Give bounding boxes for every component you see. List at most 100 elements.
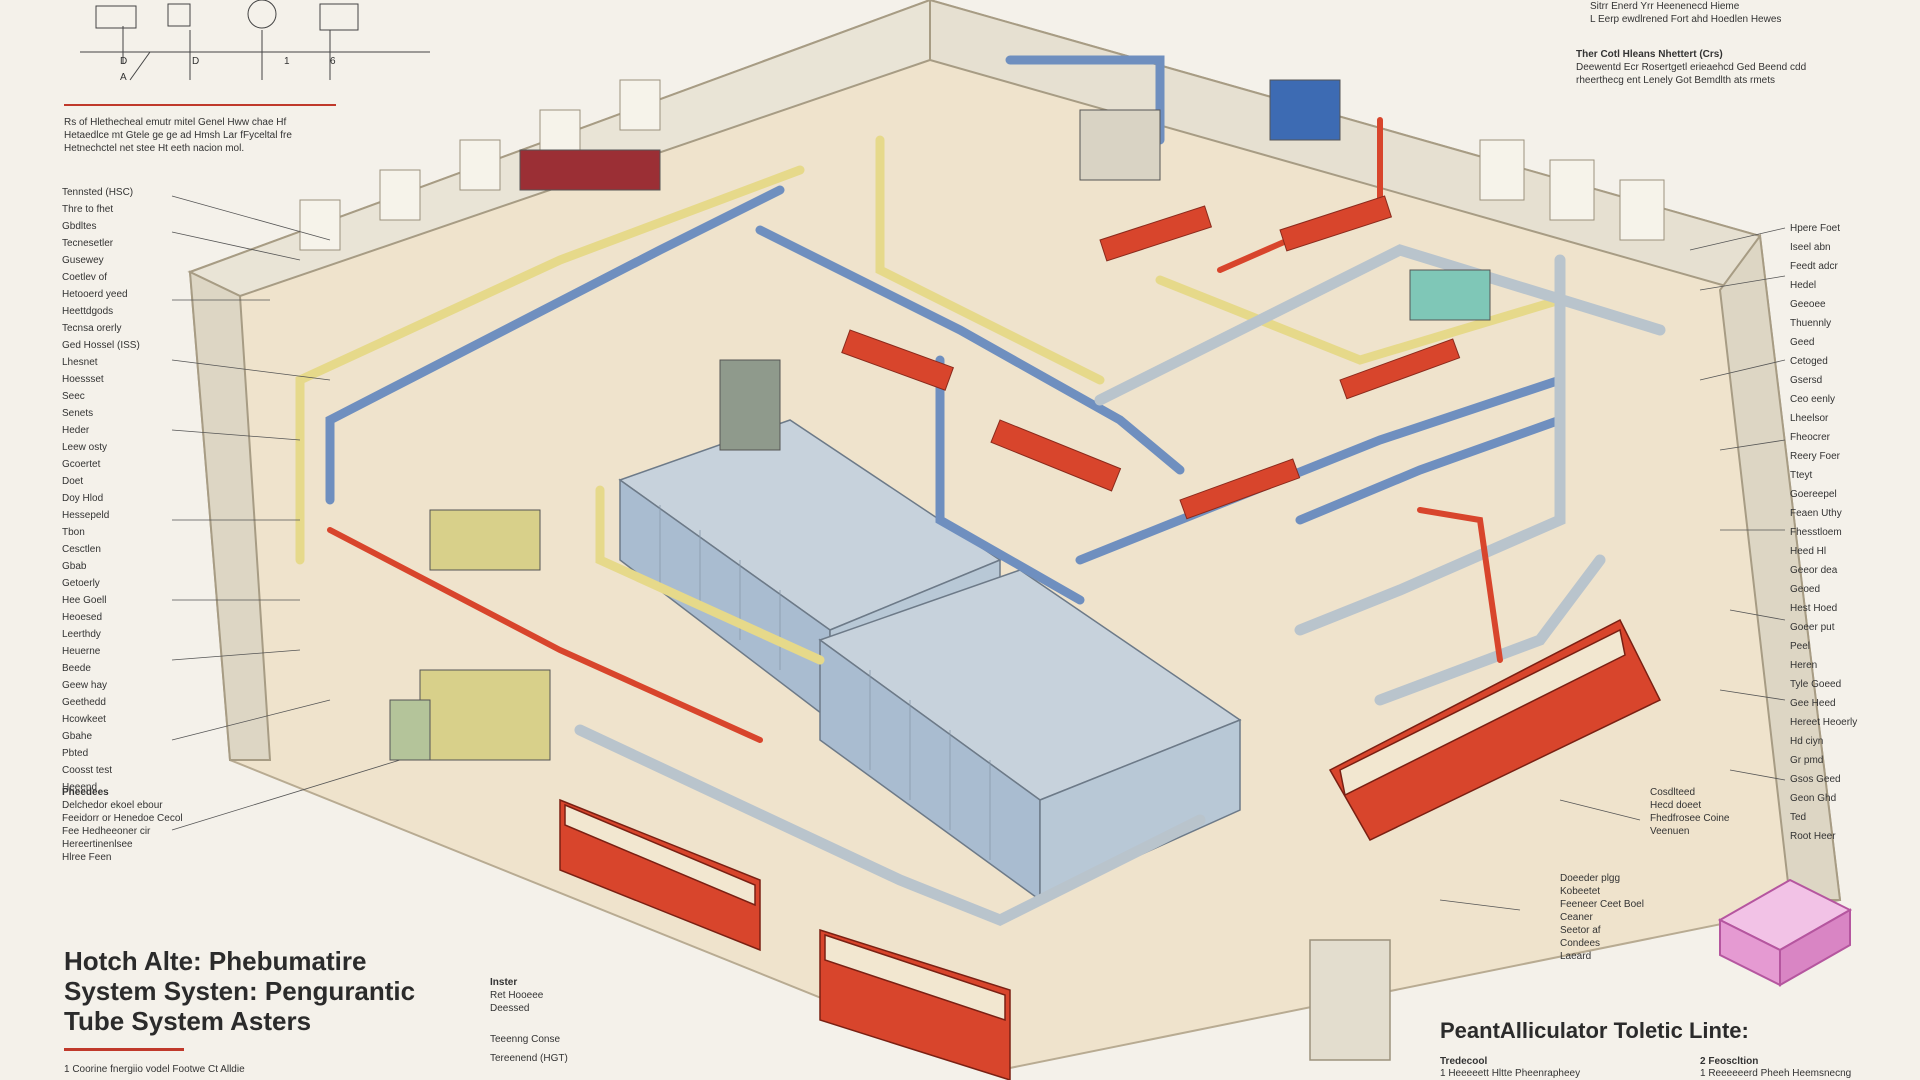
- left-label-column: Tennsted (HSC) Thre to fhet Gbdltes Tecn…: [62, 186, 172, 798]
- rack-grid-lines: [659, 505, 991, 860]
- left-label: Doy Hlod: [62, 493, 104, 504]
- footer-right-heading-a: Tredecool: [1440, 1056, 1488, 1067]
- mid-right-note: Hecd doeet: [1650, 800, 1702, 811]
- left-label: Gbab: [62, 561, 87, 572]
- lower-right-note: Laeard: [1560, 951, 1592, 962]
- mid-right-note: Fhedfrosee Coine: [1650, 813, 1730, 824]
- pink-cube-icon: [1717, 878, 1853, 987]
- right-label: Feaen Uthy: [1790, 508, 1842, 519]
- top-right-heading: Ther Cotl Hleans Nhettert (Crs): [1576, 49, 1723, 60]
- left-label: Lhesnet: [62, 357, 98, 368]
- top-right-section: Ther Cotl Hleans Nhettert (Crs) Deewentd…: [1576, 48, 1846, 87]
- left-label: Heoesed: [62, 612, 103, 623]
- left-label: Pbted: [62, 748, 89, 759]
- title-line-3: Tube System Asters: [64, 1006, 312, 1036]
- left-leader-lines: [171, 195, 401, 831]
- right-label: Heed Hl: [1790, 546, 1827, 557]
- left-label: Gcoertet: [62, 459, 101, 470]
- right-label: Geeor dea: [1790, 565, 1838, 576]
- bottom-mid-line: Teeenng Conse: [490, 1034, 561, 1045]
- right-label: Gr pmd: [1790, 755, 1824, 766]
- left-bottom-line: Fee Hedheeoner cir: [62, 826, 151, 837]
- right-label: Heren: [1790, 660, 1818, 671]
- right-label: Fheocrer: [1790, 432, 1831, 443]
- right-label: Feedt adcr: [1790, 261, 1838, 272]
- bottom-mid-block: Inster Ret Hooeee Deessed Teeenng Conse …: [490, 976, 640, 1065]
- left-label: Ged Hossel (ISS): [62, 340, 140, 351]
- left-label: Leerthdy: [62, 629, 101, 640]
- left-label: Tennsted (HSC): [62, 187, 134, 198]
- right-label: Hpere Foet: [1790, 223, 1841, 234]
- top-left-mark-5: A: [120, 72, 127, 83]
- top-right-note-1: Sitrr Enerd Yrr Heenenecd Hieme: [1590, 1, 1740, 12]
- intro-text: Rs of Hlethecheal emutr mitel Genel Hww …: [64, 117, 292, 154]
- left-label: Gusewey: [62, 255, 104, 266]
- footer-right-line-d: 1 Reeeeeerd Pheeh Heemsnecng: [1700, 1068, 1852, 1079]
- right-label: Geeoee: [1790, 299, 1826, 310]
- right-label: Peel: [1790, 641, 1811, 652]
- wall-windows: [299, 79, 1665, 251]
- bottom-mid-line: Deessed: [490, 1003, 530, 1014]
- left-label: Tecnsa orerly: [62, 323, 122, 334]
- bottom-mid-heading: Inster: [490, 977, 518, 988]
- left-bottom-line: Feeidorr or Henedoe Cecol: [62, 813, 183, 824]
- top-left-mark-1: D: [120, 56, 128, 67]
- right-label: Hedel: [1790, 280, 1817, 291]
- title-accent-rule: [64, 1048, 184, 1051]
- left-label: Heettdgods: [62, 306, 114, 317]
- left-label: Beede: [62, 663, 91, 674]
- right-label: Hd ciyn: [1790, 736, 1824, 747]
- left-label: Hoessset: [62, 374, 104, 385]
- lower-right-notes: Doeeder plgg Kobeetet Feeneer Ceet Boel …: [1560, 872, 1710, 963]
- top-right-body: Deewentd Ecr Rosertgetl erieaehcd Ged Be…: [1576, 62, 1807, 86]
- left-label: Tbon: [62, 527, 85, 538]
- right-label: Goereepel: [1790, 489, 1837, 500]
- central-storage-racks: [618, 419, 1242, 902]
- top-accent-rule: [64, 104, 336, 106]
- mid-right-note: Cosdlteed: [1650, 787, 1696, 798]
- left-label: Geethedd: [62, 697, 106, 708]
- lower-right-note: Feeneer Ceet Boel: [1560, 899, 1644, 910]
- top-left-schematic: [80, 0, 430, 81]
- right-label: Fhesstloem: [1790, 527, 1842, 538]
- lower-right-note: Condees: [1560, 938, 1601, 949]
- right-label: Hereet Heoerly: [1790, 717, 1858, 728]
- left-label: Heder: [62, 425, 90, 436]
- left-label: Gbahe: [62, 731, 93, 742]
- left-label: Senets: [62, 408, 94, 419]
- right-label: Geed: [1790, 337, 1815, 348]
- left-bottom-label: Pheedees: [62, 787, 109, 798]
- left-label: Coosst test: [62, 765, 113, 776]
- support-pillar: [1309, 939, 1391, 1061]
- title-line-2: System Systen: Pengurantic: [64, 976, 416, 1006]
- left-label: Thre to fhet: [62, 204, 114, 215]
- left-bottom-line: Hereertinenlsee: [62, 839, 133, 850]
- footer-right-line-b: 1 Heeeeett Hltte Pheenrapheey: [1440, 1068, 1581, 1079]
- blue-tube-network: [325, 55, 1565, 605]
- right-leader-lines: [1439, 227, 1786, 911]
- left-bottom-line: Hlree Feen: [62, 852, 112, 863]
- left-label: Hessepeld: [62, 510, 110, 521]
- left-label: Getoerly: [62, 578, 100, 589]
- equipment-blocks: [389, 79, 1491, 761]
- right-label: Geoed: [1790, 584, 1821, 595]
- left-bottom-line: Delchedor ekoel ebour: [62, 800, 163, 811]
- red-machinery-lines: [841, 195, 1461, 520]
- right-label: Ted: [1790, 812, 1807, 823]
- right-label: Gee Heed: [1790, 698, 1836, 709]
- top-left-mark-3: 1: [284, 56, 290, 67]
- title-line-1: Hotch Alte: Phebumatire: [64, 946, 367, 976]
- grey-tube-network: [574, 244, 1666, 927]
- footer-right-heading-c: 2 Feoscltion: [1700, 1056, 1759, 1067]
- diagram-title: Hotch Alte: Phebumatire System Systen: P…: [64, 946, 415, 1036]
- footer-left-note: 1 Coorine fnergiio vodel Footwe Ct Alldi…: [64, 1064, 245, 1075]
- right-label: Iseel abn: [1790, 242, 1831, 253]
- front-wall-left: [188, 270, 272, 761]
- mid-right-notes: Cosdlteed Hecd doeet Fhedfrosee Coine Ve…: [1650, 786, 1790, 838]
- right-label: Cetoged: [1790, 356, 1828, 367]
- top-left-mark-2: D: [192, 56, 200, 67]
- left-label: Doet: [62, 476, 84, 487]
- lower-right-note: Doeeder plgg: [1560, 873, 1621, 884]
- left-label: Heeend: [62, 782, 98, 793]
